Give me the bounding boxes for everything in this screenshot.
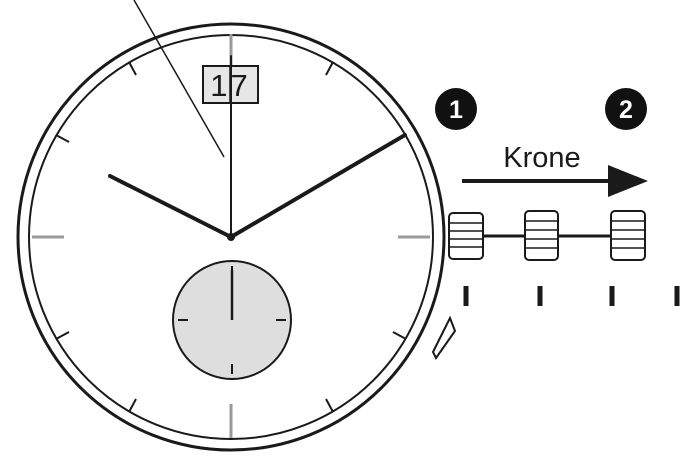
crown-position-1 — [524, 210, 559, 261]
date-value: 17 — [210, 68, 250, 103]
crown-position-2 — [610, 210, 646, 261]
hour-marker-11 — [128, 61, 137, 76]
date-pointer-leader-line — [133, 0, 225, 158]
hour-hand — [108, 174, 233, 239]
crown-label: Krone — [503, 142, 580, 174]
badge-circle — [435, 88, 477, 130]
hour-marker-5 — [325, 398, 334, 413]
badge-circle — [605, 88, 647, 130]
pull-direction-arrow — [462, 165, 648, 197]
position-badge-2: 2 — [605, 88, 647, 130]
minute-hand — [229, 133, 407, 239]
case-pusher — [431, 315, 457, 360]
hands-pivot — [227, 233, 235, 241]
hour-marker-1 — [325, 61, 334, 76]
small-seconds-subdial — [172, 260, 292, 380]
crown-position-0 — [448, 212, 484, 260]
crown-positions — [448, 210, 646, 261]
hour-marker-7 — [128, 398, 137, 413]
watch-hands — [108, 55, 407, 241]
position-badge-1: 1 — [435, 88, 477, 130]
badge-number: 1 — [449, 96, 463, 124]
hour-marker-8 — [55, 331, 70, 340]
crown-icon — [448, 212, 484, 260]
hour-marker-10 — [55, 134, 70, 143]
arrow-head-icon — [608, 165, 648, 197]
crown-icon — [524, 210, 559, 261]
crown-icon — [610, 210, 646, 261]
badge-number: 2 — [619, 96, 633, 124]
crown-position-ticks — [463, 286, 680, 306]
hour-marker-4 — [392, 331, 407, 340]
